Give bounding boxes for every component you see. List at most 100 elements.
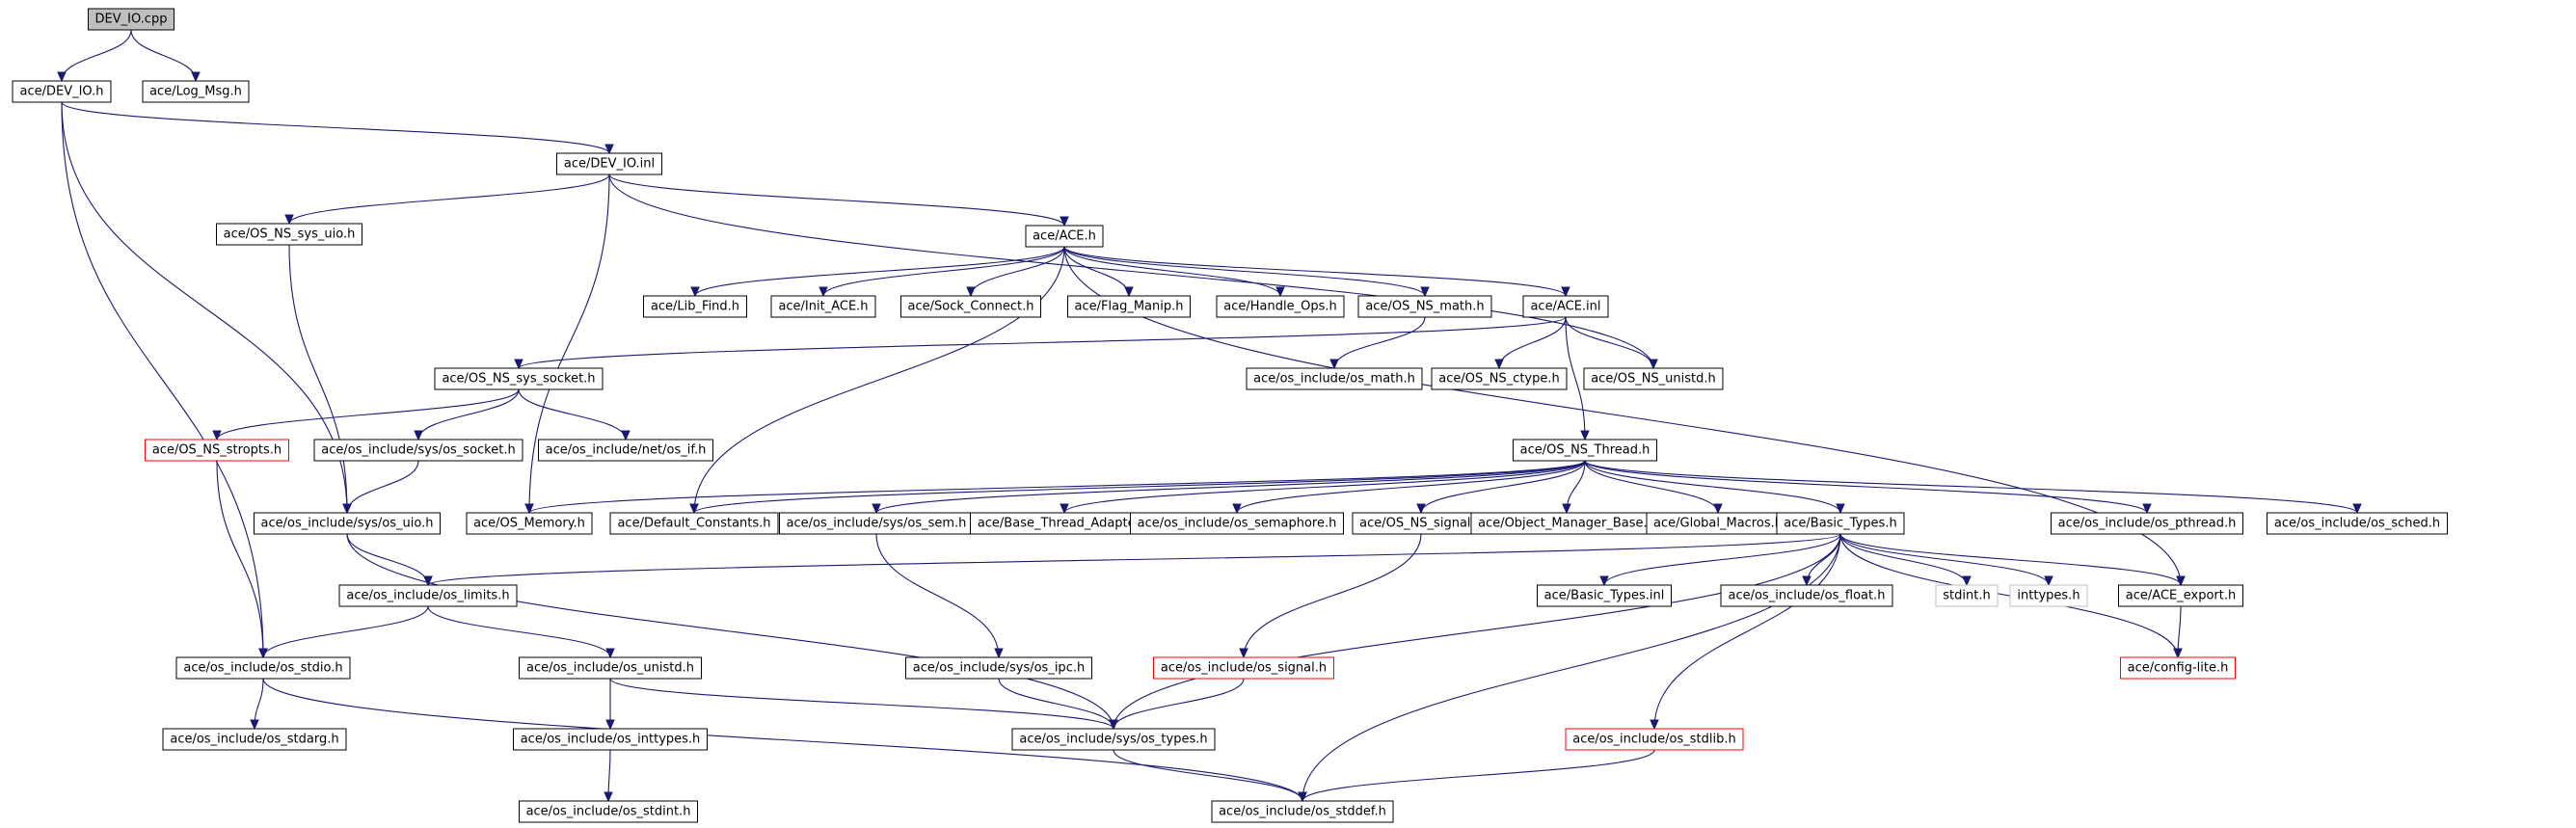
node-label: ace/OS_NS_sys_uio.h: [224, 227, 356, 242]
edge-basic_types_h-to-stdint_h: [1839, 533, 1972, 587]
node-ace-os-include-os-stdarg-h[interactable]: ace/os_include/os_stdarg.h: [162, 728, 347, 751]
node-ace-os-include-sys-os-types-h[interactable]: ace/os_include/sys/os_types.h: [1011, 728, 1216, 751]
node-ace-global-macros-h[interactable]: ace/Global_Macros.h: [1646, 512, 1790, 535]
edge-os_ns_thread_h-to-default_constants_h: [689, 460, 1586, 515]
edge-sys_os_types_h-to-os_stddef_h: [1113, 749, 1307, 803]
node-ace-ace-inl[interactable]: ace/ACE.inl: [1522, 295, 1609, 318]
node-label: ace/OS_NS_math.h: [1365, 300, 1484, 314]
node-ace-os-ns-stropts-h[interactable]: ace/OS_NS_stropts.h: [145, 439, 289, 462]
node-ace-os-include-os-stdio-h[interactable]: ace/os_include/os_stdio.h: [175, 656, 351, 680]
node-ace-os-ns-thread-h[interactable]: ace/OS_NS_Thread.h: [1513, 439, 1657, 462]
edge-os_ns_thread_h-to-basic_types_h: [1584, 460, 1845, 515]
edge-sys_os_uio_h-to-os_limits_h: [346, 533, 433, 587]
node-ace-os-include-os-semaphore-h[interactable]: ace/os_include/os_semaphore.h: [1130, 512, 1344, 535]
node-ace-default-constants-h[interactable]: ace/Default_Constants.h: [609, 512, 779, 535]
node-label: ace/config-lite.h: [2128, 661, 2229, 676]
node-ace-os-ns-ctype-h[interactable]: ace/OS_NS_ctype.h: [1431, 367, 1568, 390]
edge-os_ns_signal_h-to-os_signal_h: [1239, 533, 1422, 659]
edge-os_ns_thread_h-to-os_memory_h: [524, 460, 1586, 515]
node-ace-os-include-os-stdlib-h[interactable]: ace/os_include/os_stdlib.h: [1565, 728, 1744, 751]
node-ace-os-ns-signal-h[interactable]: ace/OS_NS_signal.h: [1352, 512, 1490, 535]
edge-os_ns_thread_h-to-sys_os_sem_h: [872, 460, 1586, 515]
edge-basic_types_h-to-sys_os_types_h: [1109, 533, 1841, 731]
node-label: ace/ACE_export.h: [2126, 589, 2236, 603]
node-label: ace/os_include/os_signal.h: [1161, 661, 1327, 676]
node-ace-os-include-sys-os-sem-h[interactable]: ace/os_include/sys/os_sem.h: [779, 512, 974, 535]
node-ace-os-include-os-float-h[interactable]: ace/os_include/os_float.h: [1720, 584, 1893, 607]
edge-os_ns_sys_uio_h-to-sys_os_uio_h: [288, 244, 352, 515]
node-ace-ace-export-h[interactable]: ace/ACE_export.h: [2118, 584, 2243, 607]
node-ace-lib-find-h[interactable]: ace/Lib_Find.h: [643, 295, 747, 318]
node-ace-os-include-os-sched-h[interactable]: ace/os_include/os_sched.h: [2267, 512, 2448, 535]
node-ace-dev-io-h[interactable]: ace/DEV_IO.h: [12, 80, 112, 103]
node-label: ace/os_include/sys/os_ipc.h: [913, 661, 1085, 676]
node-ace-os-include-os-unistd-h[interactable]: ace/os_include/os_unistd.h: [519, 656, 702, 680]
node-label: ace/OS_NS_stropts.h: [152, 443, 282, 458]
edge-os_signal_h-to-sys_os_types_h: [1109, 678, 1245, 731]
node-inttypes-h[interactable]: inttypes.h: [2009, 584, 2088, 607]
node-label: ace/os_include/os_pthread.h: [2058, 517, 2237, 531]
node-ace-os-include-os-math-h[interactable]: ace/os_include/os_math.h: [1246, 367, 1423, 390]
node-label: ace/Init_ACE.h: [778, 300, 868, 314]
node-ace-os-include-os-inttypes-h[interactable]: ace/os_include/os_inttypes.h: [513, 728, 708, 751]
node-ace-basic-types-h[interactable]: ace/Basic_Types.h: [1776, 512, 1905, 535]
node-ace-handle-ops-h[interactable]: ace/Handle_Ops.h: [1216, 295, 1345, 318]
edge-os_ns_thread_h-to-os_semaphore_h: [1232, 460, 1586, 515]
node-ace-os-include-os-pthread-h[interactable]: ace/os_include/os_pthread.h: [2051, 512, 2243, 535]
node-ace-os-include-sys-os-uio-h[interactable]: ace/os_include/sys/os_uio.h: [254, 512, 441, 535]
node-ace-object-manager-base-h[interactable]: ace/Object_Manager_Base.h: [1470, 512, 1663, 535]
node-ace-dev-io-inl[interactable]: ace/DEV_IO.inl: [556, 152, 662, 175]
edge-os_ns_thread_h-to-global_macros_h: [1584, 460, 1723, 515]
edge-ace_h-to-flag_manip_h: [1063, 246, 1134, 298]
node-label: DEV_IO.cpp: [95, 13, 168, 27]
node-label: ace/OS_NS_signal.h: [1359, 517, 1483, 531]
edge-dev_io_h-to-os_stdio_h: [61, 101, 268, 659]
node-ace-config-lite-h[interactable]: ace/config-lite.h: [2120, 656, 2236, 680]
node-ace-os-ns-unistd-h[interactable]: ace/OS_NS_unistd.h: [1583, 367, 1724, 390]
node-ace-os-include-os-stdint-h[interactable]: ace/os_include/os_stdint.h: [519, 800, 698, 823]
node-label: ace/Handle_Ops.h: [1223, 300, 1336, 314]
node-label: ace/os_include/os_stdint.h: [526, 805, 691, 819]
edge-os_ns_thread_h-to-os_ns_signal_h: [1416, 460, 1586, 515]
node-stdint-h[interactable]: stdint.h: [1935, 584, 1999, 607]
edge-os_ns_stropts_h-to-os_stdio_h: [216, 460, 268, 659]
node-label: ace/os_include/os_sched.h: [2274, 517, 2440, 531]
node-layer: DEV_IO.cpp ace/DEV_IO.h ace/Log_Msg.h ace/D…: [12, 8, 2448, 823]
edge-ace_inl-to-os_ns_sys_socket_h: [514, 316, 1567, 370]
node-ace-os-include-sys-os-ipc-h[interactable]: ace/os_include/sys/os_ipc.h: [905, 656, 1092, 680]
edge-dev_io_h-to-dev_io_inl: [61, 101, 614, 155]
node-label: ace/Basic_Types.h: [1784, 517, 1896, 531]
node-ace-sock-connect-h[interactable]: ace/Sock_Connect.h: [900, 295, 1041, 318]
node-ace-os-ns-math-h[interactable]: ace/OS_NS_math.h: [1357, 295, 1492, 318]
node-label: ace/Sock_Connect.h: [908, 300, 1034, 314]
edge-ace_inl-to-os_ns_thread_h: [1565, 316, 1590, 441]
node-ace-base-thread-adapter-h[interactable]: ace/Base_Thread_Adapter.h: [970, 512, 1159, 535]
edge-dev_io_cpp-to-dev_io_h: [57, 29, 132, 83]
edge-dev_io_cpp-to-log_msg_h: [130, 29, 201, 83]
node-ace-os-include-os-limits-h[interactable]: ace/os_include/os_limits.h: [338, 584, 518, 607]
node-ace-os-ns-sys-socket-h[interactable]: ace/OS_NS_sys_socket.h: [434, 367, 604, 390]
edge-ace_h-to-init_ace_h: [818, 246, 1065, 298]
node-dev-io-cpp[interactable]: DEV_IO.cpp: [88, 8, 174, 31]
edge-os_ns_thread_h-to-os_sched_h: [1584, 460, 2362, 515]
node-ace-log-msg-h[interactable]: ace/Log_Msg.h: [142, 80, 250, 103]
edge-ace_h-to-handle_ops_h: [1063, 246, 1285, 298]
node-ace-os-include-net-os-if-h[interactable]: ace/os_include/net/os_if.h: [538, 439, 713, 462]
node-label: ace/Flag_Manip.h: [1075, 300, 1184, 314]
edge-os_ns_math_h-to-os_math_h: [1329, 316, 1426, 370]
node-ace-init-ace-h[interactable]: ace/Init_ACE.h: [770, 295, 876, 318]
edge-basic_types_h-to-ace_export_h: [1839, 533, 2186, 587]
node-ace-os-include-os-signal-h[interactable]: ace/os_include/os_signal.h: [1153, 656, 1334, 680]
node-ace-os-include-sys-os-socket-h[interactable]: ace/os_include/sys/os_socket.h: [313, 439, 523, 462]
node-label: ace/os_include/os_math.h: [1253, 372, 1415, 387]
node-ace-basic-types-inl[interactable]: ace/Basic_Types.inl: [1537, 584, 1672, 607]
edge-basic_types_h-to-os_stddef_h: [1298, 533, 1841, 803]
node-label: ace/os_include/os_stdarg.h: [170, 733, 338, 747]
node-ace-ace-h[interactable]: ace/ACE.h: [1025, 225, 1104, 248]
node-label: ace/os_include/sys/os_uio.h: [261, 517, 434, 531]
node-ace-os-memory-h[interactable]: ace/OS_Memory.h: [466, 512, 593, 535]
node-ace-os-ns-sys-uio-h[interactable]: ace/OS_NS_sys_uio.h: [216, 223, 362, 246]
node-label: ace/os_include/sys/os_types.h: [1019, 733, 1207, 747]
node-ace-flag-manip-h[interactable]: ace/Flag_Manip.h: [1067, 295, 1191, 318]
node-ace-os-include-os-stddef-h[interactable]: ace/os_include/os_stddef.h: [1211, 800, 1394, 823]
